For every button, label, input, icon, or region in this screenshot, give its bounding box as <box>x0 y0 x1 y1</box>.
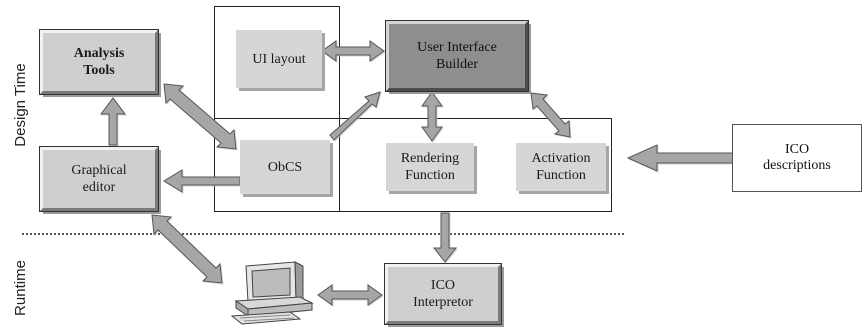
analysis-tools-box: Analysis Tools <box>39 29 159 95</box>
desktop-computer-icon <box>230 261 314 325</box>
ico-descriptions-box: ICO descriptions <box>732 124 862 192</box>
rendering-function-note: Rendering Function <box>386 143 474 191</box>
arrow-descriptions-to-model <box>626 144 736 172</box>
ui-builder-box: User Interface Builder <box>385 20 529 92</box>
arrow-model-to-interpretor <box>432 212 458 263</box>
arrow-builder-activation <box>530 92 571 138</box>
ico-interpretor-box: ICO Interpretor <box>384 263 502 325</box>
arrow-builder-rendering <box>421 91 443 142</box>
obcs-note: ObCS <box>240 140 330 194</box>
arrow-editor-to-analysis <box>100 97 126 146</box>
ico-model-frame <box>214 118 612 212</box>
arrow-obcs-to-editor <box>163 169 241 193</box>
activation-function-note: Activation Function <box>516 143 606 191</box>
graphical-editor-box: Graphical editor <box>39 146 159 212</box>
arrow-editor-computer <box>151 214 223 284</box>
arrow-computer-interpretor <box>317 284 383 306</box>
ui-layout-note: UI layout <box>236 30 322 88</box>
arrow-analysis-obcs <box>163 83 237 150</box>
arrow-layout-builder <box>321 40 385 62</box>
phase-divider <box>22 233 624 235</box>
arrow-obcs-to-builder <box>329 91 381 141</box>
